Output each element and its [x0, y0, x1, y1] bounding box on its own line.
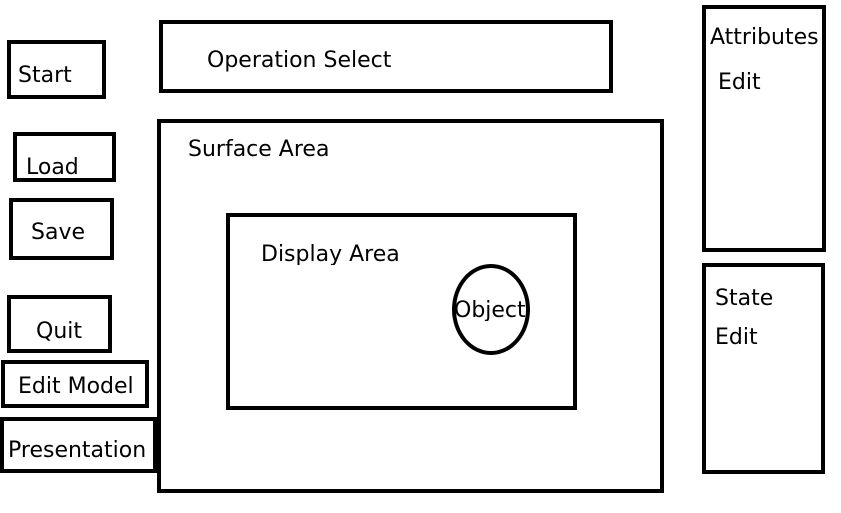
object-label: Object [454, 299, 526, 321]
surface-area-label: Surface Area [188, 137, 330, 162]
state-panel-subtitle: Edit [715, 325, 758, 350]
quit-button[interactable]: Quit [7, 295, 112, 353]
attributes-panel-title: Attributes [710, 25, 819, 50]
object-ellipse[interactable]: Object [452, 264, 530, 355]
start-button-label: Start [18, 63, 72, 88]
save-button-label: Save [31, 220, 86, 245]
load-button[interactable]: Load [13, 132, 116, 182]
operation-select-label: Operation Select [207, 48, 392, 73]
edit-model-button[interactable]: Edit Model [1, 360, 149, 408]
load-button-label: Load [26, 155, 79, 180]
save-button[interactable]: Save [9, 198, 114, 260]
display-area-label: Display Area [261, 243, 400, 265]
presentation-button-label: Presentation [8, 438, 147, 463]
start-button[interactable]: Start [7, 40, 106, 99]
quit-button-label: Quit [36, 319, 82, 344]
attributes-panel-subtitle: Edit [718, 70, 761, 95]
attributes-edit-panel[interactable]: Attributes Edit [702, 5, 826, 252]
presentation-button[interactable]: Presentation [0, 417, 157, 473]
state-panel-title: State [715, 286, 774, 311]
state-edit-panel[interactable]: State Edit [702, 263, 825, 474]
display-area: Display Area Object [226, 213, 577, 410]
surface-area: Surface Area Display Area Object [157, 119, 664, 493]
edit-model-button-label: Edit Model [18, 374, 134, 399]
operation-select-box[interactable]: Operation Select [159, 20, 613, 93]
